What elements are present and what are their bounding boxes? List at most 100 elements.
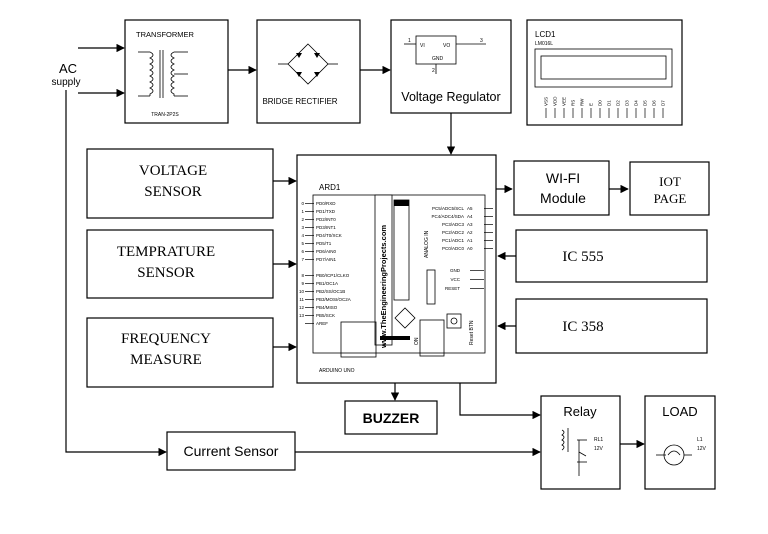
voltage-regulator-block: VI VO GND 1 3 2 Voltage Regulator [390, 19, 512, 114]
arduino-left-pin-number: 1 [301, 209, 304, 214]
transformer-symbol [138, 50, 188, 98]
arduino-watermark: www.TheEngineeringProjects.com [379, 225, 388, 349]
lcd-pin-label: RW [580, 98, 585, 106]
lcd-pin-label: VEE [562, 97, 567, 106]
voltage-sensor-line1: VOLTAGE [139, 163, 207, 179]
lcd-pin-label: D6 [652, 100, 657, 106]
voltage-sensor-line2: SENSOR [144, 184, 202, 200]
ic358-title: IC 358 [562, 319, 603, 335]
arduino-right-pin-number: A2 [467, 230, 473, 235]
arduino-block: ARD1 PD0/RXD0PD1/TXD1PD2/INT02PD3/INT13P… [296, 154, 497, 384]
load-volt: 12V [697, 446, 707, 452]
arduino-right-pin-label: PC1/ADC1 [442, 238, 465, 243]
arduino-left-pin-number: 13 [299, 313, 305, 318]
lcd-pin-label: D2 [616, 100, 621, 106]
arduino-left-pin-label: PB4/MISO [316, 305, 338, 310]
arduino-left-pin-number: 9 [301, 281, 304, 286]
arduino-left-pin-number: 4 [301, 233, 304, 238]
ic358-block: IC 358 [515, 298, 708, 354]
arduino-left-pin-label: PD6/AIN0 [316, 249, 337, 254]
regulator-pin-gnd: GND [432, 56, 444, 62]
voltage-sensor-block: VOLTAGE SENSOR [86, 148, 274, 219]
wifi-module-block: WI-FI Module [513, 160, 610, 216]
arduino-right-pin-label: PC2/ADC2 [442, 230, 465, 235]
arduino-left-pin-number: 11 [299, 297, 304, 302]
frequency-line2: MEASURE [130, 352, 202, 368]
usb-symbol [394, 307, 416, 329]
arduino-right-pin-number: A0 [467, 246, 473, 251]
arduino-left-pin-number: 8 [301, 273, 304, 278]
arduino-label: ARD1 [319, 183, 341, 192]
arduino-power-pin-label: VCC [450, 277, 460, 282]
load-title: LOAD [662, 404, 697, 419]
current-sensor-title: Current Sensor [184, 443, 279, 459]
relay-volt: 12V [594, 446, 604, 452]
arduino-right-pin-number: A1 [467, 238, 473, 243]
temperature-sensor-block: TEMPRATURE SENSOR [86, 229, 274, 299]
lcd-pin-label: RS [571, 100, 576, 106]
arduino-left-pin-label: PD7/AIN1 [316, 257, 337, 262]
current-sensor-block: Current Sensor [166, 431, 296, 471]
ac-supply-label: AC supply [52, 61, 81, 88]
transformer-part: TRAN-2P2S [151, 112, 179, 118]
arduino-left-pin-label: PD5/T1 [316, 241, 332, 246]
arduino-board-name: ARDUINO UNO [319, 368, 355, 374]
arduino-analog-in: ANALOG IN [424, 230, 430, 258]
relay-block: Relay RL1 12V [540, 395, 621, 490]
arduino-left-pin-number: 10 [299, 289, 305, 294]
arduino-left-pin-label: PD4/T0/XCK [316, 233, 342, 238]
lcd-pin-label: D3 [625, 100, 630, 106]
arduino-board-outline [312, 194, 486, 354]
regulator-pin-num-3: 3 [480, 38, 483, 44]
arduino-left-pin-label: PB2/SS/OC1B [316, 289, 345, 294]
load-part: L1 [697, 437, 703, 443]
lcd-frame [534, 48, 673, 88]
on-led-bar [380, 336, 410, 340]
arduino-left-pin-label: PB3/MOSI/OC2A [316, 297, 351, 302]
rectifier-title: BRIDGE RECTIFIER [262, 97, 337, 106]
arduino-left-pin-label: PD2/INT0 [316, 217, 336, 222]
ac-to-current-sensor-arrow [65, 90, 167, 457]
relay-part: RL1 [594, 437, 603, 443]
bridge-rectifier-block: BRIDGE RECTIFIER [256, 19, 361, 124]
iot-page-block: IOT PAGE [629, 161, 710, 216]
lcd-pin-label: D0 [598, 100, 603, 106]
frequency-measure-block: FREQUENCY MEASURE [86, 317, 274, 388]
frequency-line1: FREQUENCY [121, 331, 211, 347]
power-jack [419, 319, 445, 357]
arduino-center-graphics: www.TheEngineeringProjects.com ANALOG IN… [340, 194, 475, 358]
lcd-pin-label: VDD [553, 96, 558, 106]
iot-line2: PAGE [654, 191, 687, 206]
arduino-left-pin-label: PB1/OC1A [316, 281, 338, 286]
lcd-pin-label: E [589, 103, 594, 106]
temperature-sensor-line1: TEMPRATURE [117, 244, 215, 260]
arduino-left-pin-label: PD1/TXD [316, 209, 336, 214]
buzzer-title: BUZZER [363, 410, 420, 426]
reset-btn-label: Reset BTN [469, 320, 475, 345]
arduino-left-pin-label: PB0/ICP1/CLKO [316, 273, 350, 278]
reset-button [446, 313, 462, 329]
arduino-power-pin-label: GND [450, 268, 461, 273]
lcd-pin-label: D1 [607, 100, 612, 106]
arduino-right-pin-number: A4 [467, 214, 473, 219]
transformer-block: TRANSFORMER TRAN-2P2S [124, 19, 229, 124]
arduino-right-pin-label: PC4/ADC4/SDA [431, 214, 464, 219]
lcd-pin-label: D4 [634, 100, 639, 106]
arduino-left-pin-number: 5 [301, 241, 304, 246]
arduino-left-pin-label: AREF [316, 321, 328, 326]
arduino-left-pin-number: 12 [299, 305, 305, 310]
lcd-screen [540, 55, 667, 80]
ac-subtitle: supply [52, 77, 81, 88]
transformer-title: TRANSFORMER [136, 30, 195, 39]
arduino-left-pin-label: PD3/INT1 [316, 225, 336, 230]
arduino-right-pin-label: PC3/ADC3 [442, 222, 465, 227]
arduino-left-pin-number: 2 [301, 217, 304, 222]
usb-port [340, 321, 377, 358]
arduino-right-pin-label: PC0/ADC0 [442, 246, 465, 251]
arduino-left-pin-number: 6 [301, 249, 304, 254]
arduino-power-pin-label: RESET [445, 286, 460, 291]
